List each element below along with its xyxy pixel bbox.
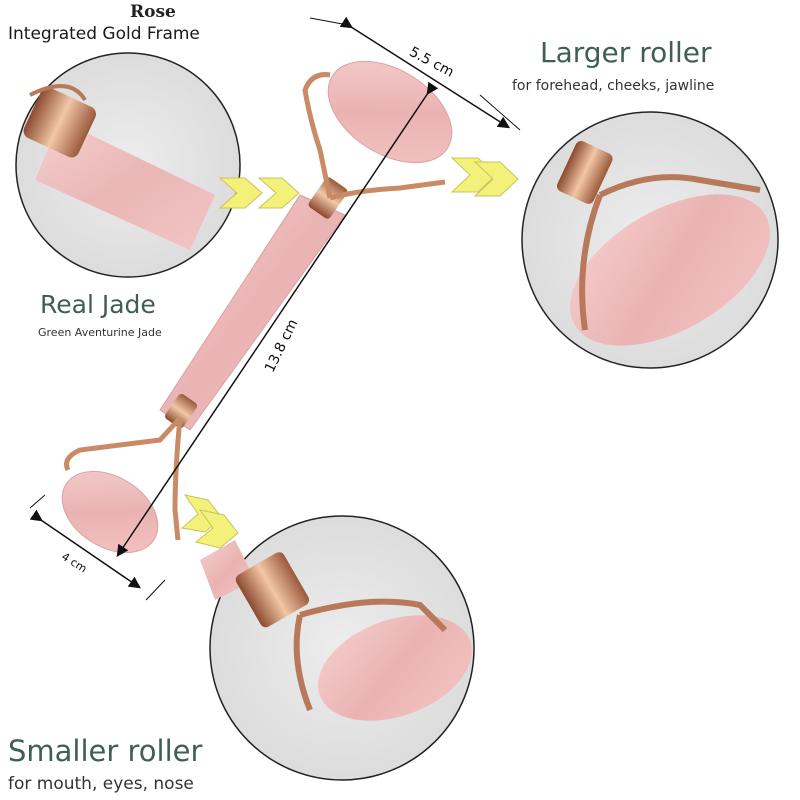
rose-label: Rose (130, 2, 176, 22)
smaller-roller-title: Smaller roller (8, 734, 203, 768)
dimension-lines (29, 16, 521, 601)
zoom-circle-handle (15, 52, 241, 278)
gold-frame-label: Integrated Gold Frame (8, 24, 200, 44)
real-jade-title: Real Jade (40, 290, 156, 319)
chevron-arrow-icon (180, 494, 239, 549)
larger-roller-title: Larger roller (540, 36, 712, 69)
smaller-roller-subtitle: for mouth, eyes, nose (8, 774, 194, 794)
larger-roller-subtitle: for forehead, cheeks, jawline (512, 78, 715, 94)
real-jade-subtitle: Green Aventurine Jade (38, 326, 162, 339)
zoom-circle-large-roller (521, 111, 779, 369)
chevron-arrow-icon (450, 157, 519, 197)
zoom-circle-small-roller (200, 515, 475, 781)
